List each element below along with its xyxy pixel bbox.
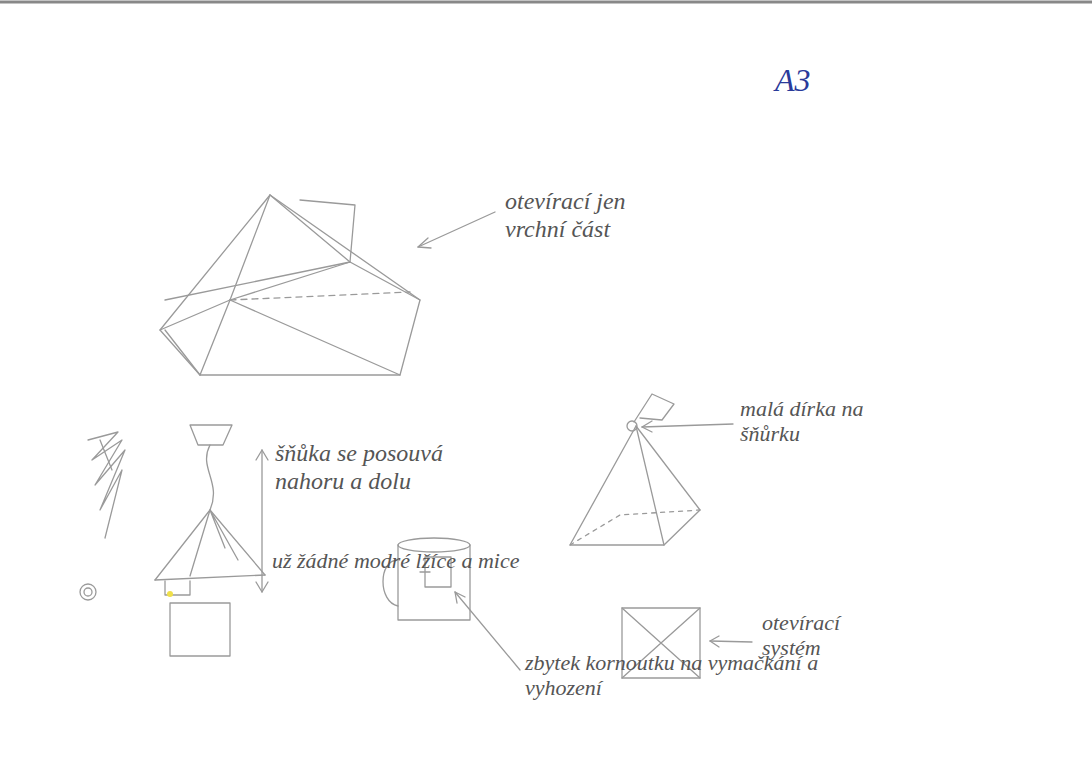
leader-line: [642, 421, 733, 432]
leader-line: [455, 592, 520, 670]
note: šňůka se posouvá nahoru a dolu: [275, 440, 475, 495]
sheet-size-wrap: A3: [775, 62, 855, 99]
scan-edge: [0, 1, 1092, 4]
sheet-size: A3: [775, 62, 855, 99]
leader-line: [710, 636, 752, 647]
note-wrap: otevírací jen vrchní část: [505, 188, 680, 243]
note: zbytek kornoutku na vymačkání a vyhození: [525, 650, 825, 701]
leader-line: [418, 212, 495, 248]
note-wrap: už žádné modré lžíce a mice: [272, 548, 542, 573]
note: malá dírka na šňůrku: [740, 396, 915, 447]
double-arrow: [256, 450, 268, 592]
note-wrap: zbytek kornoutku na vymačkání a vyhození: [525, 650, 825, 701]
yellow-mark: [167, 591, 173, 597]
note: už žádné modré lžíce a mice: [272, 548, 542, 573]
note: otevírací jen vrchní část: [505, 188, 680, 243]
hanging-lamp-sketch: [155, 425, 265, 656]
scribble: [80, 432, 125, 600]
polyhedron-sketch: [160, 195, 420, 375]
note-wrap: šňůka se posouvá nahoru a dolu: [275, 440, 475, 495]
pyramid-sketch: [570, 394, 700, 545]
note-wrap: malá dírka na šňůrku: [740, 396, 915, 447]
